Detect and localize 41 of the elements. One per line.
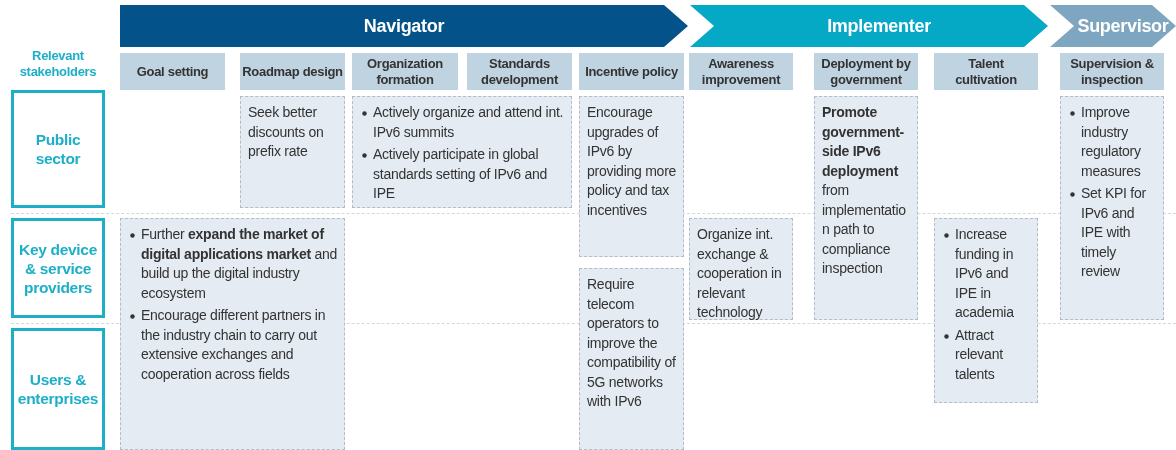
column-header: Organization formation <box>352 53 458 90</box>
bullet-text: Improve industry regulatory measures <box>1081 104 1141 179</box>
column-header: Goal setting <box>120 53 225 90</box>
measure-card <box>240 96 345 208</box>
measure-card <box>120 218 345 450</box>
column-header: Awareness improvement <box>689 53 793 90</box>
bullet-text: Actively organize and attend int. IPv6 summits <box>373 104 564 140</box>
measure-card <box>934 218 1038 403</box>
measure-text: Encourage upgrades of IPv6 by providing more policy and tax incentives <box>587 103 677 220</box>
measure-card <box>352 96 572 208</box>
measure-card <box>1060 96 1164 320</box>
bullet-text: Actively participate in global standards setting of IPv6 and IPE <box>373 146 548 201</box>
stakeholder-box: Key device & service providers <box>11 218 105 318</box>
measure-text: Require telecom operators to improve the compatibility of 5G networks with IPv6 <box>587 275 677 411</box>
column-header: Incentive policy <box>579 53 684 90</box>
phase-banner <box>120 5 688 47</box>
column-header: Standards development <box>467 53 572 90</box>
bullet-text: Increase funding in IPv6 and IPE in academia <box>955 226 1014 320</box>
phase-title: Supervisor <box>1076 15 1169 37</box>
phase-banner <box>1050 5 1176 47</box>
stakeholder-box: Users & enterprises <box>11 328 105 450</box>
phase-title: Navigator <box>363 15 445 37</box>
phase-title: Implementer <box>826 15 931 37</box>
measure-text: Organize int. exchange & cooperation in relevant technology <box>697 225 783 322</box>
measure-card <box>579 268 684 450</box>
measure-text: Promote government-side IPv6 deployment from implementation path to compliance inspection <box>822 103 907 278</box>
phase-banner <box>690 5 1048 47</box>
column-header: Supervision & inspection <box>1060 53 1164 90</box>
measure-card <box>689 218 793 320</box>
column-header: Deployment by government <box>814 53 918 90</box>
bullet-text: Set KPI for IPv6 and IPE with timely review <box>1081 185 1146 279</box>
bullet-text: Attract relevant talents <box>955 326 1003 382</box>
measure-text: Seek better discounts on prefix rate <box>248 103 325 161</box>
stakeholder-box: Public sector <box>11 90 105 208</box>
bullet-text: Further expand the market of digital applications market and build up the digital industry ecosystem <box>141 226 338 301</box>
column-header: Talent cultivation <box>934 53 1038 90</box>
measure-card <box>814 96 918 320</box>
bullet-text: Encourage different partners in the industry chain to carry out extensive exchanges and cooperation across fields <box>141 307 326 382</box>
measure-card <box>579 96 684 257</box>
column-caption: Relevant stakeholders <box>18 48 98 80</box>
column-header: Roadmap design <box>240 53 345 90</box>
